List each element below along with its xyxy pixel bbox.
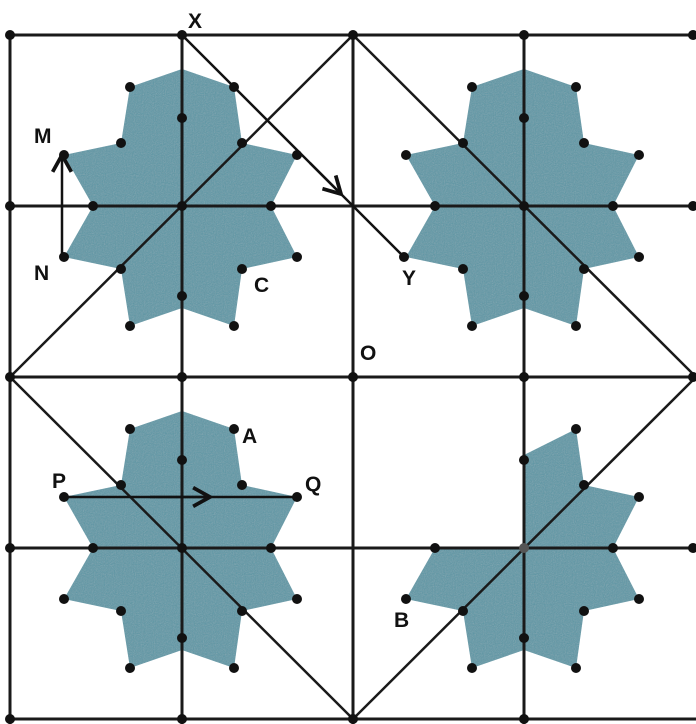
label-y: Y <box>402 267 416 290</box>
label-c: C <box>254 274 269 297</box>
label-b: B <box>394 609 409 632</box>
vector-xy-arrow <box>309 162 341 194</box>
label-m: M <box>34 125 52 148</box>
vector-xy <box>181 34 405 258</box>
label-x: X <box>188 10 202 33</box>
label-q: Q <box>305 473 321 496</box>
label-a: A <box>242 425 257 448</box>
vertex-dots <box>5 30 696 724</box>
label-p: P <box>52 470 66 493</box>
label-n: N <box>34 262 49 285</box>
label-o: O <box>360 342 376 365</box>
